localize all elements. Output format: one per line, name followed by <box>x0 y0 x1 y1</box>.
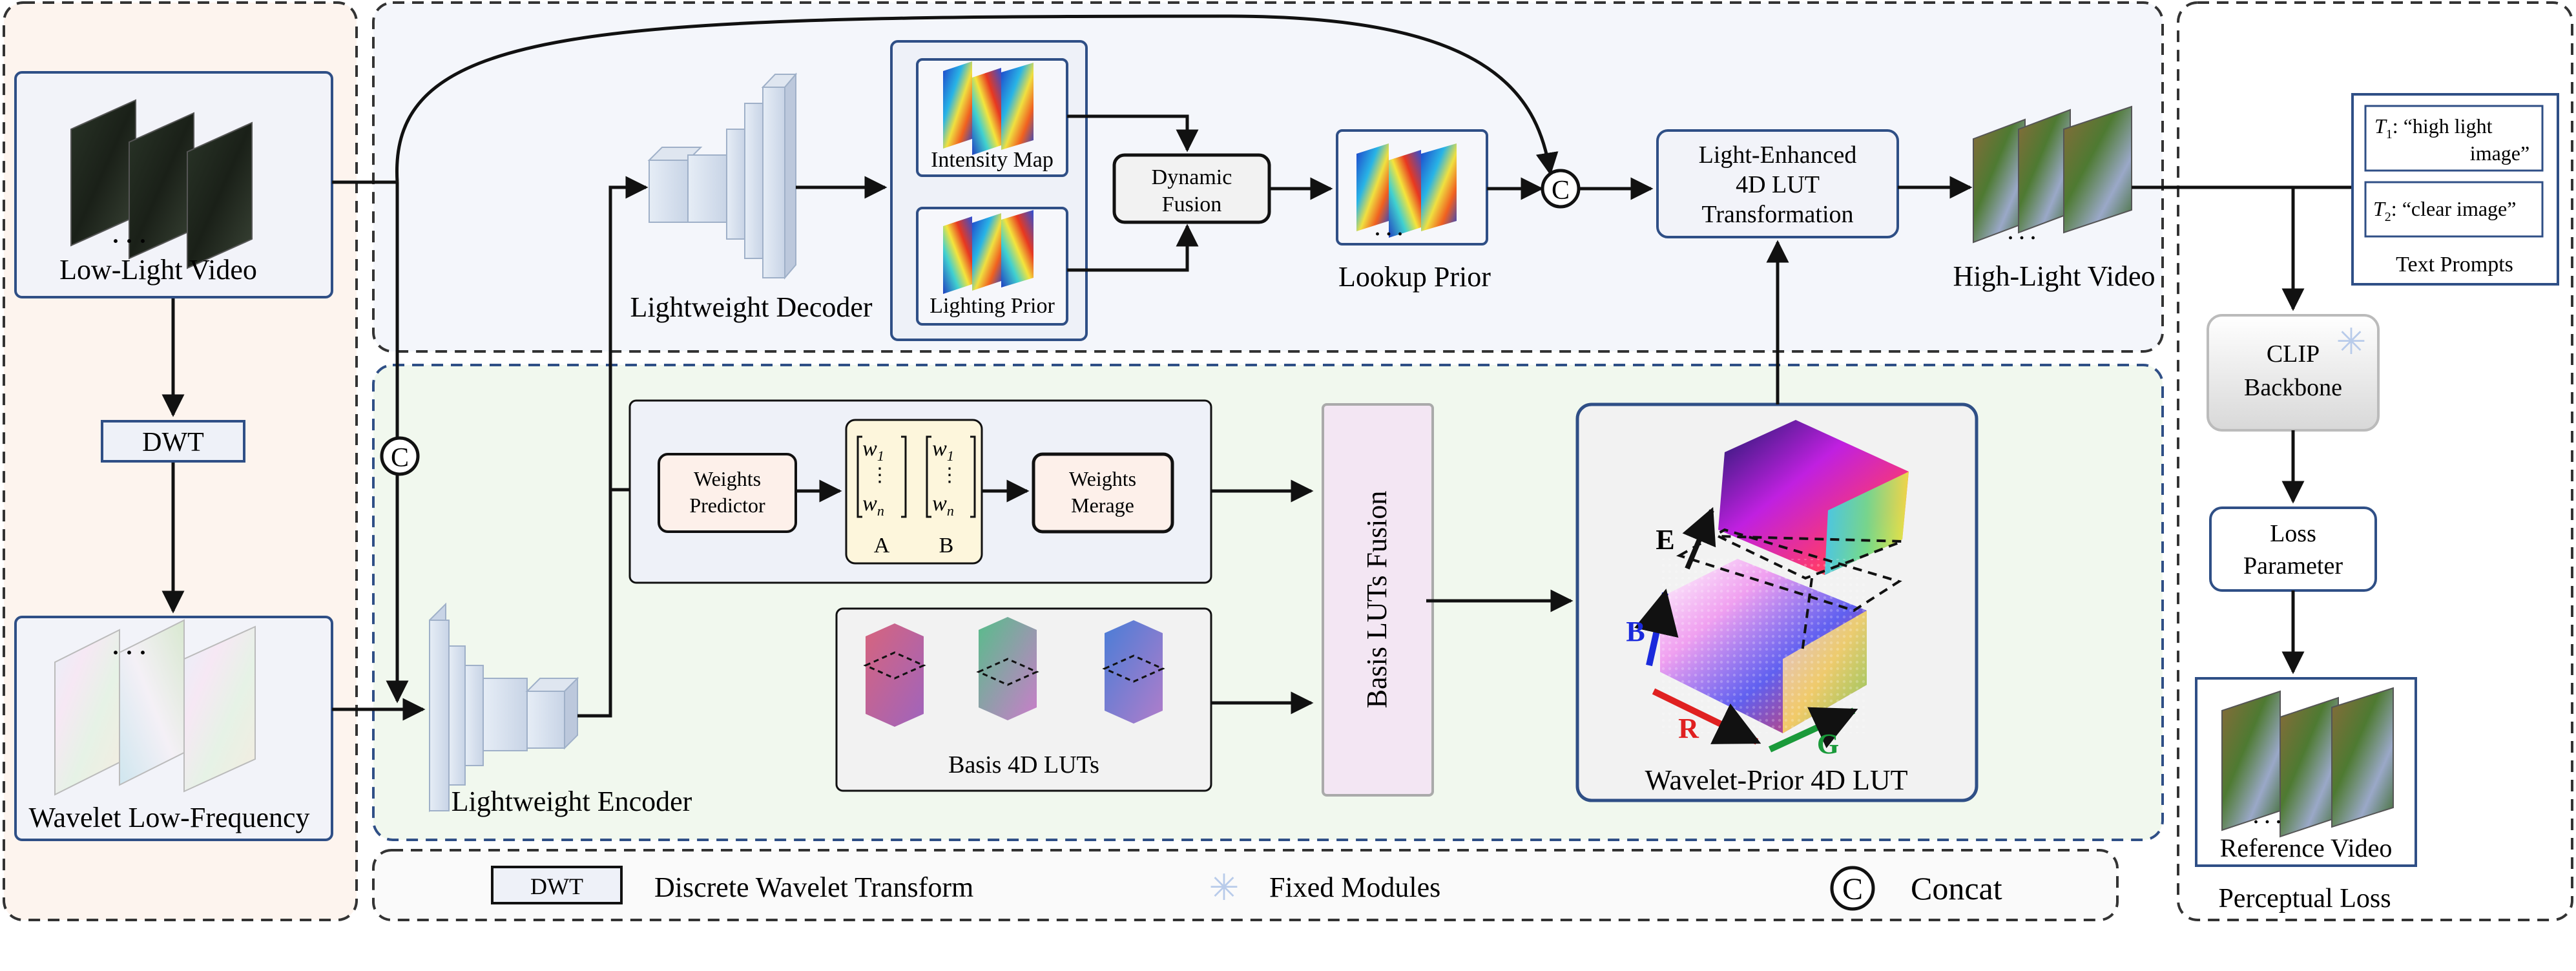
low-light-frames <box>70 99 253 269</box>
basis-luts-fusion-box: Basis LUTs Fusion <box>1322 403 1434 797</box>
weights-matrix: w1 ⋮ wn A w1 ⋮ wn B <box>845 419 983 565</box>
svg-text:w1: w1 <box>862 437 884 464</box>
lightweight-encoder: Lightweight Encoder <box>429 602 692 817</box>
wavelet-low-frequency-box: · · · Wavelet Low-Frequency <box>14 616 333 841</box>
concat-icon-top: C <box>1541 169 1581 209</box>
weights-predictor-line1: Weights <box>694 467 761 490</box>
light-enhanced-lut-transformation-box: Light-Enhanced 4D LUT Transformation <box>1656 129 1899 238</box>
perceptual-loss-label: Perceptual Loss <box>2218 884 2391 914</box>
lut-axis-e: E <box>1656 524 1674 556</box>
light-enhanced-line2: 4D LUT <box>1736 171 1820 198</box>
reference-dots: · · · <box>2252 811 2281 833</box>
wavelet-dots: · · · <box>112 640 147 665</box>
legend-fixed-text: Fixed Modules <box>1269 872 1440 903</box>
matrix-b-label: B <box>939 534 954 558</box>
legend-dwt-box-label: DWT <box>530 873 583 899</box>
svg-text:wn: wn <box>862 492 884 519</box>
lightweight-decoder: Lightweight Decoder <box>630 72 873 323</box>
lighting-prior-label: Lighting Prior <box>930 294 1055 318</box>
reference-video-box: · · · Reference Video <box>2195 677 2417 867</box>
svg-text:T1: “high light: T1: “high light <box>2374 114 2493 141</box>
legend-panel <box>372 849 2119 921</box>
lut-axis-g: G <box>1817 728 1839 760</box>
svg-text:w1: w1 <box>932 437 954 464</box>
dynamic-fusion-line1: Dynamic <box>1152 165 1232 189</box>
legend-concat: C Concat <box>1830 866 2002 911</box>
legend-dwt: DWT Discrete Wavelet Transform <box>491 866 973 904</box>
text-prompts-box: T1: “high light image” T2: “clear image”… <box>2351 93 2559 286</box>
low-light-video-box: · · · Low-Light Video <box>14 71 333 298</box>
basis-lut-blue <box>1102 620 1165 724</box>
concat-icon-left: C <box>380 436 420 476</box>
basis-luts-box: Basis 4D LUTs <box>835 607 1212 792</box>
dwt-box-label: DWT <box>142 428 204 457</box>
clip-line1: CLIP <box>2267 340 2320 368</box>
lut-slice-2 <box>1718 535 1903 580</box>
clip-line2: Backbone <box>2244 374 2342 401</box>
text-prompts-label: Text Prompts <box>2396 253 2513 277</box>
lut-axis-r: R <box>1678 713 1699 744</box>
legend-concat-text: Concat <box>1911 870 2002 906</box>
high-light-video-label: High-Light Video <box>1953 260 2155 292</box>
lightweight-decoder-label: Lightweight Decoder <box>630 291 872 323</box>
lookup-prior-dots: · · · <box>1374 224 1403 245</box>
light-enhanced-line3: Transformation <box>1701 201 1853 228</box>
basis-luts-label: Basis 4D LUTs <box>948 751 1099 778</box>
wavelet-prior-lut-box: E B R G Wavelet-Prior 4D LUT <box>1575 402 1979 802</box>
legend-dwt-text: Discrete Wavelet Transform <box>654 872 973 903</box>
low-light-video-label: Low-Light Video <box>59 254 257 286</box>
reference-video-label: Reference Video <box>2220 833 2393 862</box>
svg-text:wn: wn <box>932 492 954 519</box>
svg-text:⋮: ⋮ <box>870 465 889 486</box>
light-enhanced-line1: Light-Enhanced <box>1699 141 1857 169</box>
clip-snowflake-icon: ✳ <box>2336 322 2367 362</box>
lookup-prior-label: Lookup Prior <box>1338 261 1491 293</box>
basis-lut-green <box>976 617 1039 720</box>
matrix-b: w1 ⋮ wn B <box>926 435 976 558</box>
high-light-video: · · · High-Light Video <box>1953 105 2155 292</box>
low-light-dots: · · · <box>112 228 147 254</box>
loss-line2: Parameter <box>2243 552 2343 579</box>
prompt-t1-line2: image” <box>2470 141 2529 165</box>
basis-lut-red <box>863 623 926 727</box>
loss-parameter-box: Loss Parameter <box>2209 506 2377 592</box>
lightweight-encoder-label: Lightweight Encoder <box>452 786 692 817</box>
clip-backbone-box: CLIP Backbone ✳ <box>2207 314 2380 432</box>
legend-snowflake-icon: ✳ <box>1209 868 1240 908</box>
svg-text:⋮: ⋮ <box>940 465 959 486</box>
high-light-dots: · · · <box>2007 227 2036 249</box>
weights-merage-box: Weights Merage <box>1032 452 1174 534</box>
dynamic-fusion-box: Dynamic Fusion <box>1112 153 1271 224</box>
basis-luts-fusion-label: Basis LUTs Fusion <box>1361 491 1393 709</box>
lut-axis-b: B <box>1626 616 1645 647</box>
dwt-box: DWT <box>101 420 245 463</box>
loss-line1: Loss <box>2270 520 2316 547</box>
intensity-map-box: Intensity Map <box>916 58 1068 177</box>
weights-predictor-line2: Predictor <box>689 494 765 517</box>
weights-merage-line1: Weights <box>1069 467 1136 490</box>
lighting-prior-box: Lighting Prior <box>916 207 1068 326</box>
svg-text:T2: “clear image”: T2: “clear image” <box>2373 197 2516 224</box>
weights-predictor-box: Weights Predictor <box>658 453 797 533</box>
wavelet-low-frequency-label: Wavelet Low-Frequency <box>28 802 309 833</box>
wavelet-frames <box>54 619 256 796</box>
matrix-a: w1 ⋮ wn A <box>857 435 907 558</box>
legend-concat-symbol: C <box>1842 872 1863 906</box>
concat-icon-left-label: C <box>391 443 409 473</box>
lut-bottom-cube <box>1660 559 1867 733</box>
lookup-prior-box: · · · Lookup Prior <box>1336 129 1491 293</box>
lut-top-cube <box>1718 420 1909 575</box>
weights-merage-line2: Merage <box>1071 494 1134 517</box>
intensity-map-label: Intensity Map <box>931 148 1054 172</box>
wavelet-prior-lut-label: Wavelet-Prior 4D LUT <box>1645 764 1908 796</box>
dynamic-fusion-line2: Fusion <box>1162 193 1222 216</box>
legend-fixed: ✳ Fixed Modules <box>1209 868 1441 908</box>
matrix-a-label: A <box>874 534 890 558</box>
concat-icon-top-label: C <box>1552 176 1570 205</box>
